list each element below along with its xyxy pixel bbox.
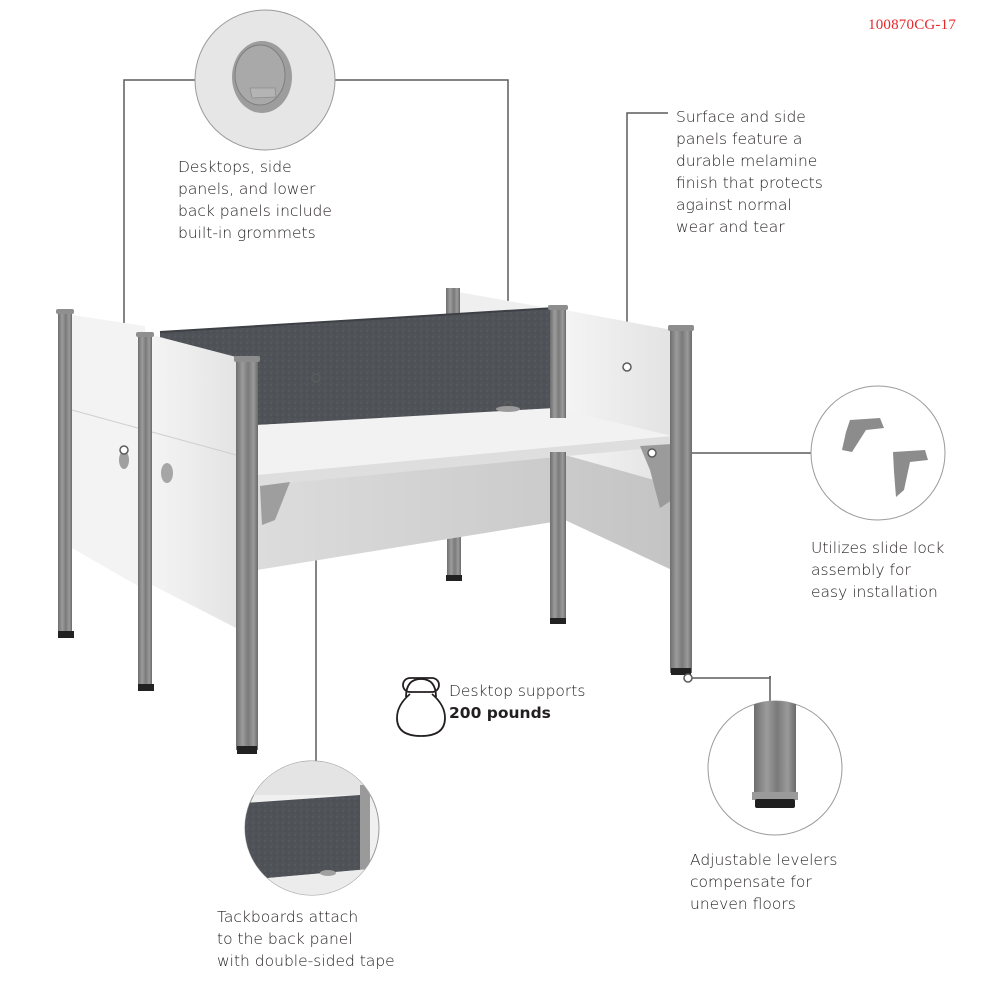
modesty-panel	[257, 455, 672, 570]
grommet-detail	[194, 9, 336, 151]
callout-line: panels feature a	[676, 130, 803, 148]
product-code: 100870CG-17	[868, 17, 957, 33]
callout-slide-lock: Utilizes slide lock assembly for easy in…	[811, 537, 944, 603]
callout-weight-capacity: Desktop supports 200 pounds	[449, 680, 585, 724]
callout-line: uneven floors	[690, 895, 796, 913]
callout-line: Desktop supports	[449, 682, 586, 700]
desk-bracket-left	[260, 482, 290, 525]
callout-line: built-in grommets	[178, 224, 316, 242]
left-inner-side-panel	[136, 332, 241, 691]
callout-line: with double-sided tape	[217, 952, 395, 970]
callout-line: to the back panel	[217, 930, 353, 948]
callout-line: finish that protects	[676, 174, 823, 192]
desk-bracket-right	[640, 444, 672, 508]
callout-line: against normal	[676, 196, 792, 214]
support-posts	[234, 305, 694, 754]
callout-line: compensate for	[690, 873, 812, 891]
callout-line: easy installation	[811, 583, 938, 601]
callout-line: Surface and side	[676, 108, 806, 126]
callout-line: wear and tear	[676, 218, 785, 236]
kettlebell-icon	[396, 677, 446, 737]
callout-line: Adjustable levelers	[690, 851, 838, 869]
callout-line: durable melamine	[676, 152, 818, 170]
callout-line: Utilizes slide lock	[811, 539, 945, 557]
weight-value: 200 pounds	[449, 704, 551, 722]
callout-melamine: Surface and side panels feature a durabl…	[676, 106, 823, 238]
callout-line: back panels include	[178, 202, 332, 220]
leveler-foot-detail	[707, 700, 843, 836]
callout-line: panels, and lower	[178, 180, 316, 198]
callout-levelers: Adjustable levelers compensate for uneve…	[690, 849, 837, 915]
callout-grommets: Desktops, side panels, and lower back pa…	[178, 156, 332, 244]
left-outer-side-panel	[56, 309, 146, 638]
callout-tackboards: Tackboards attach to the back panel with…	[217, 906, 395, 972]
slide-lock-brackets-detail	[810, 385, 946, 521]
tackboard-panel	[159, 307, 556, 425]
desktop-surface	[257, 401, 672, 486]
callout-line: Desktops, side	[178, 158, 292, 176]
callout-line: Tackboards attach	[217, 908, 359, 926]
callout-line: assembly for	[811, 561, 911, 579]
tackboard-detail	[244, 760, 380, 896]
